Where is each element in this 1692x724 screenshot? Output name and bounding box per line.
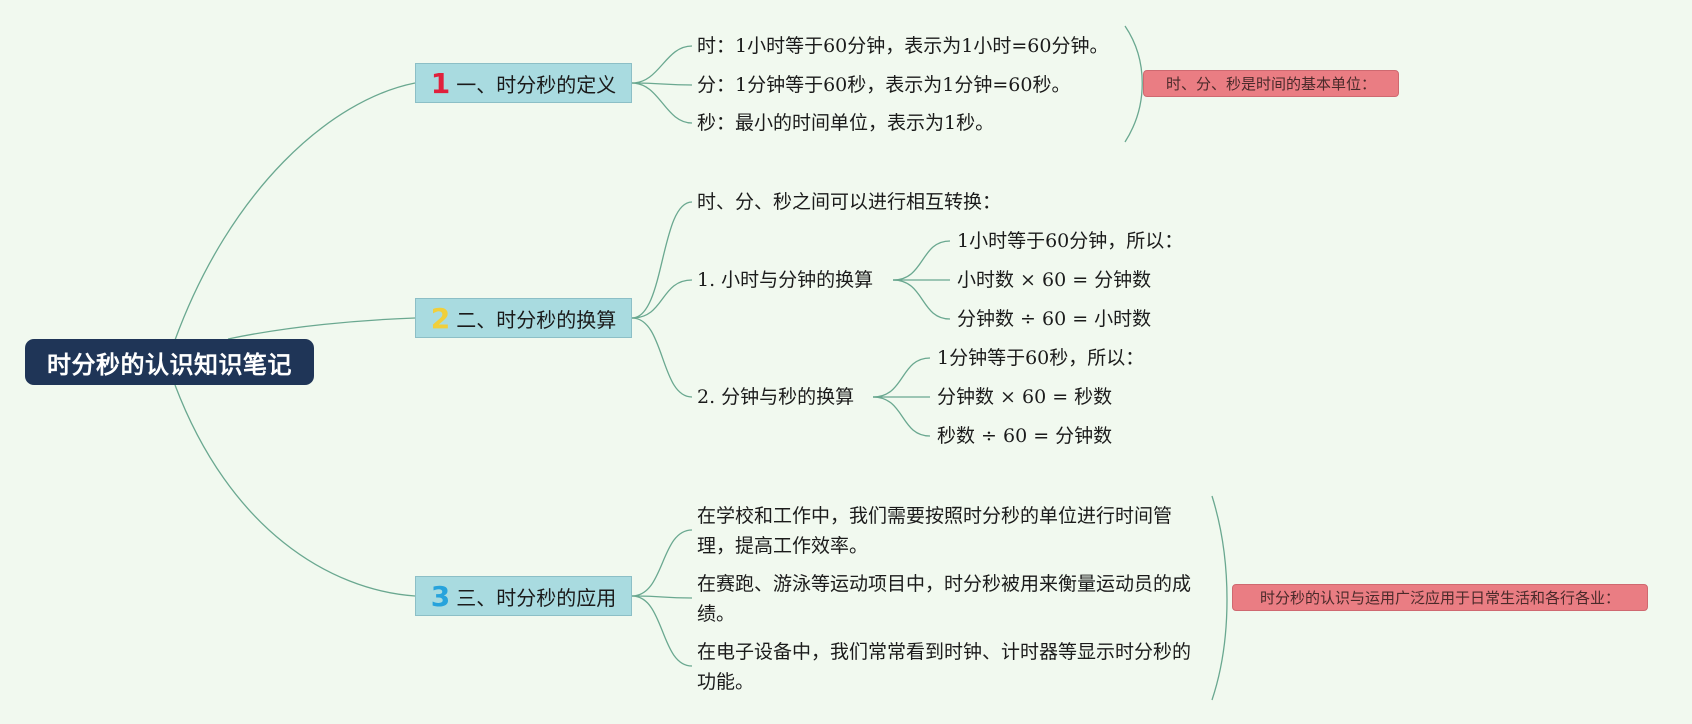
leaf-second: 秒：最小的时间单位，表示为1秒。 <box>697 112 995 134</box>
branch-definition[interactable]: 1 一、时分秒的定义 <box>415 63 632 103</box>
sub-hour-minute[interactable]: 1. 小时与分钟的换算 <box>697 269 874 291</box>
leaf-minutes-to-seconds: 分钟数 × 60 = 秒数 <box>937 386 1113 408</box>
summary-note-application[interactable]: 时分秒的认识与运用广泛应用于日常生活和各行各业： <box>1232 584 1648 611</box>
conversion-intro: 时、分、秒之间可以进行相互转换： <box>697 191 1002 213</box>
leaf-minute: 分：1分钟等于60秒，表示为1分钟=60秒。 <box>697 74 1071 96</box>
root-node[interactable]: 时分秒的认识知识笔记 <box>25 339 314 385</box>
branch-number-3: 3 <box>430 579 451 613</box>
application-sports: 在赛跑、游泳等运动项目中，时分秒被用来衡量运动员的成绩。 <box>697 573 1192 625</box>
branch-application[interactable]: 3 三、时分秒的应用 <box>415 576 632 616</box>
branch-conversion[interactable]: 2 二、时分秒的换算 <box>415 298 632 338</box>
branch-number-1: 1 <box>430 66 451 100</box>
branch-label: 三、时分秒的应用 <box>456 585 617 610</box>
sub-minute-second[interactable]: 2. 分钟与秒的换算 <box>697 386 855 408</box>
branch-number-2: 2 <box>430 301 451 335</box>
leaf-minute-second-rule: 1分钟等于60秒，所以： <box>937 347 1145 369</box>
leaf-seconds-to-minutes: 秒数 ÷ 60 = 分钟数 <box>937 425 1113 447</box>
application-school-work: 在学校和工作中，我们需要按照时分秒的单位进行时间管理，提高工作效率。 <box>697 505 1173 557</box>
leaf-minutes-to-hours: 分钟数 ÷ 60 = 小时数 <box>957 308 1152 330</box>
leaf-hour-minute-rule: 1小时等于60分钟，所以： <box>957 230 1184 252</box>
application-devices: 在电子设备中，我们常常看到时钟、计时器等显示时分秒的功能。 <box>697 641 1192 693</box>
summary-note-definition[interactable]: 时、分、秒是时间的基本单位： <box>1143 70 1399 97</box>
leaf-hour: 时：1小时等于60分钟，表示为1小时=60分钟。 <box>697 35 1109 57</box>
leaf-hours-to-minutes: 小时数 × 60 = 分钟数 <box>957 269 1152 291</box>
branch-label: 二、时分秒的换算 <box>456 307 617 332</box>
branch-label: 一、时分秒的定义 <box>456 72 617 97</box>
note-text: 时分秒的认识与运用广泛应用于日常生活和各行各业： <box>1259 589 1620 607</box>
root-title: 时分秒的认识知识笔记 <box>47 350 292 379</box>
note-text: 时、分、秒是时间的基本单位： <box>1165 75 1376 93</box>
